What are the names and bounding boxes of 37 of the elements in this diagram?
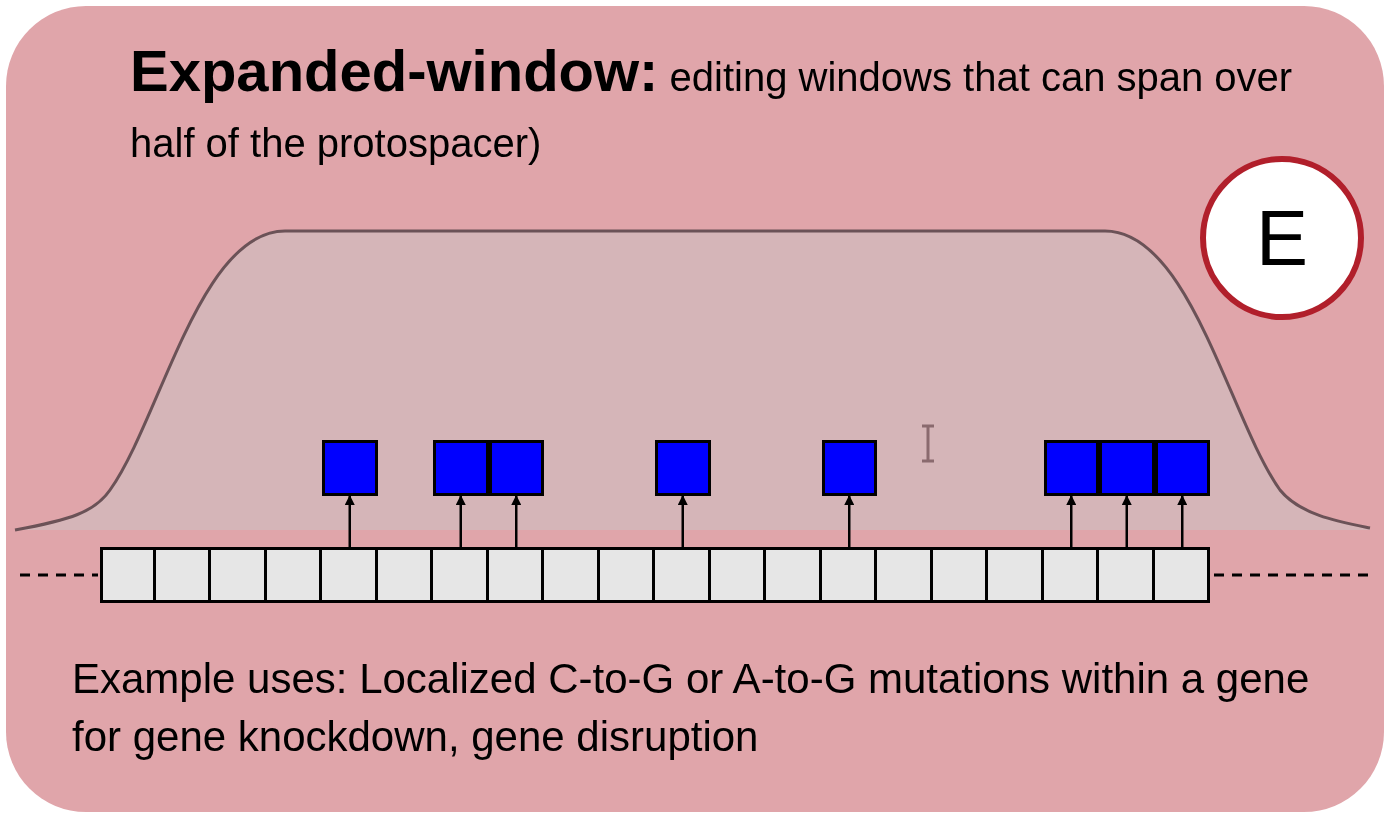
nucleotide-cell — [821, 547, 877, 603]
nucleotide-cell — [877, 547, 933, 603]
nucleotide-cell — [1154, 547, 1210, 603]
arrow — [344, 495, 355, 547]
edited-base-box — [488, 440, 544, 496]
nucleotide-cell — [710, 547, 766, 603]
arrow — [1121, 495, 1132, 547]
nucleotide-cell — [100, 547, 156, 603]
arrow — [1177, 495, 1188, 547]
nucleotide-cell — [544, 547, 600, 603]
edited-base-box — [1043, 440, 1099, 496]
arrow — [844, 495, 855, 547]
arrow — [511, 495, 522, 547]
nucleotide-cell — [599, 547, 655, 603]
edited-base-box — [322, 440, 378, 496]
arrow — [1066, 495, 1077, 547]
nucleotide-cell — [155, 547, 211, 603]
edited-base-box — [1154, 440, 1210, 496]
arrow — [677, 495, 688, 547]
nucleotide-cell — [488, 547, 544, 603]
edited-base-box — [433, 440, 489, 496]
nucleotide-cell — [377, 547, 433, 603]
nucleotide-cell — [932, 547, 988, 603]
nucleotide-cell — [266, 547, 322, 603]
arrow — [455, 495, 466, 547]
nucleotide-cell — [322, 547, 378, 603]
nucleotide-cell — [433, 547, 489, 603]
edited-base-box — [821, 440, 877, 496]
nucleotide-cell — [1043, 547, 1099, 603]
nucleotide-cell — [988, 547, 1044, 603]
nucleotide-cell — [211, 547, 267, 603]
nucleotide-cell — [655, 547, 711, 603]
nucleotide-cell — [766, 547, 822, 603]
note-text: Example uses: Localized C-to-G or A-to-G mutations within a gene for gene knockdown, gene disruption — [72, 654, 1311, 762]
edited-base-box — [655, 440, 711, 496]
nucleotide-cell — [1099, 547, 1155, 603]
edited-base-box — [1099, 440, 1155, 496]
